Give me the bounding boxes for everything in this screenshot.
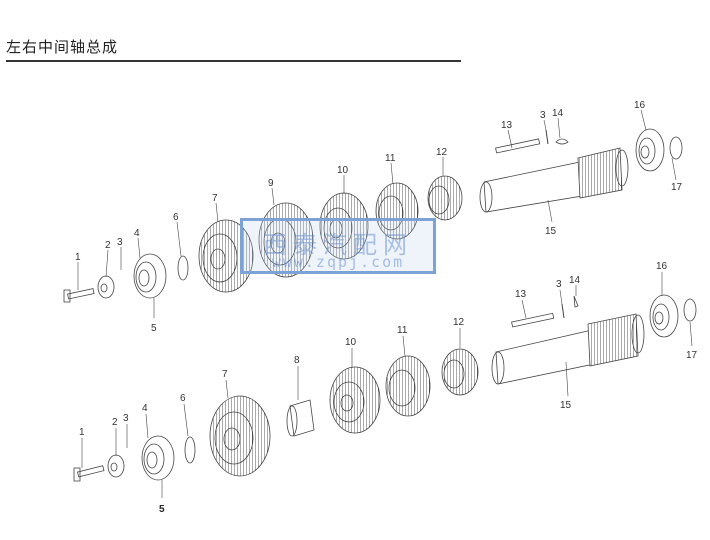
page-title: 左右中间轴总成 [6, 38, 119, 56]
upper-callout: 11 [385, 153, 396, 164]
lower-callout: 11 [397, 325, 408, 336]
lower-callout: 13 [515, 289, 527, 300]
upper-callout: 6 [173, 212, 179, 223]
lower-callout: 2 [112, 417, 118, 428]
lower-callout: 14 [569, 275, 581, 286]
upper-part-16-bearing [635, 128, 665, 172]
lower-callout: 7 [222, 369, 228, 380]
lower-part-14-woodruff-key [573, 295, 579, 308]
lower-callout: 4 [142, 403, 148, 414]
upper-part-7-gear [198, 219, 254, 293]
lower-part-13-key [511, 312, 555, 328]
lower-callout: 16 [656, 261, 668, 272]
upper-part-15-countershaft [479, 147, 629, 213]
upper-callout: 13 [501, 120, 513, 131]
lower-part-4-bearing [141, 435, 175, 481]
lower-callout: 3 [556, 279, 562, 290]
upper-callout: 14 [552, 108, 564, 119]
lower-part-16-bearing [649, 294, 679, 338]
lower-part-8-sleeve [286, 399, 315, 437]
watermark-text: 西泰汽配网 [263, 231, 413, 259]
lower-part-17-ring [683, 298, 697, 322]
upper-callout: 2 [105, 240, 111, 251]
lower-callout: 10 [345, 337, 357, 348]
lower-callout: 6 [180, 393, 186, 404]
upper-part-9-gear [258, 202, 314, 278]
lower-part-2-washer [107, 454, 125, 478]
lower-part-7-gear [209, 395, 271, 477]
upper-part-3-pin [545, 129, 549, 145]
upper-assembly: 1 2 3 4 5 6 7 9 10 11 12 13 3 14 15 16 1… [63, 100, 683, 334]
lower-part-1-bolt [73, 465, 105, 482]
upper-callout: 16 [634, 100, 646, 111]
upper-callout: 7 [212, 193, 218, 204]
lower-callout: 1 [79, 427, 85, 438]
watermark: 西泰汽配网 www.zqpj.com [240, 218, 436, 274]
upper-callout: 4 [134, 228, 140, 239]
upper-callout: 12 [436, 147, 448, 158]
upper-part-6-snap-ring [177, 255, 189, 281]
upper-part-14-woodruff-key [555, 138, 569, 145]
upper-callout: 17 [671, 182, 683, 193]
lower-callout: 8 [294, 355, 300, 366]
lower-callout: 3 [123, 413, 129, 424]
upper-callout: 3 [117, 237, 123, 248]
lower-part-12-gear [441, 348, 479, 396]
lower-callout: 5 [159, 504, 165, 515]
upper-part-1-bolt [63, 288, 95, 303]
upper-part-12-gear [427, 175, 463, 221]
upper-part-13-key [495, 138, 541, 154]
upper-part-11-gear [375, 182, 419, 240]
upper-part-17-ring [669, 136, 683, 160]
upper-part-2-washer [97, 275, 115, 299]
lower-callout: 15 [560, 400, 572, 411]
lower-part-6-snap-ring [184, 436, 196, 464]
upper-callout: 15 [545, 226, 557, 237]
upper-callout: 10 [337, 165, 349, 176]
lower-callout: 17 [686, 350, 698, 361]
upper-callout: 5 [151, 323, 157, 334]
lower-callout: 12 [453, 317, 465, 328]
lower-part-3-pin [561, 303, 565, 319]
lower-part-10-gear [329, 366, 381, 434]
upper-callout: 9 [268, 178, 274, 189]
watermark-url: www.zqpj.com [271, 253, 405, 271]
upper-part-4-bearing [133, 253, 167, 299]
lower-part-15-countershaft [491, 313, 645, 385]
upper-callout: 3 [540, 110, 546, 121]
upper-callout: 1 [75, 252, 81, 263]
lower-assembly: 1 2 3 4 5 6 7 8 10 11 12 13 3 14 15 16 1… [73, 261, 698, 515]
lower-part-11-gear [385, 355, 431, 417]
title-underline [6, 60, 461, 62]
